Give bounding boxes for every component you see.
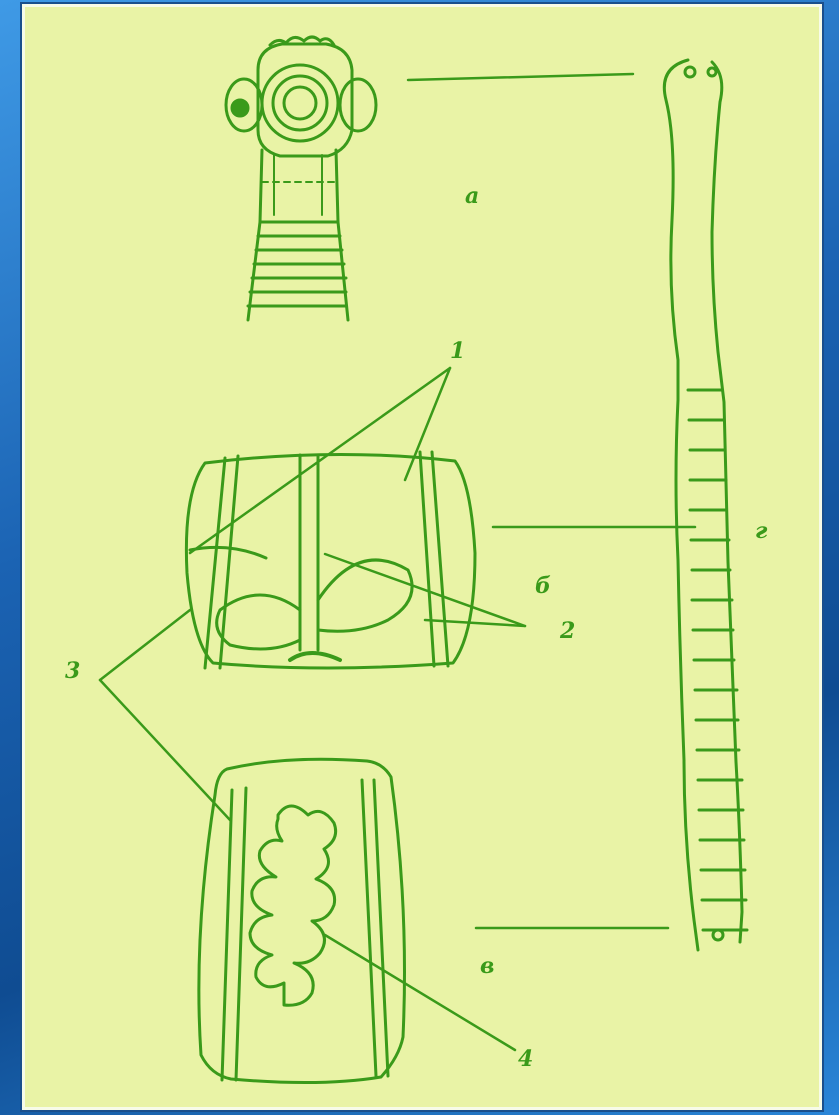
- label-b: б: [535, 575, 551, 597]
- label-4: 4: [518, 1048, 533, 1070]
- scolex-drawing: [226, 37, 376, 320]
- label-a: а: [465, 185, 479, 207]
- label-2: 2: [560, 620, 575, 642]
- label-v: в: [480, 955, 494, 977]
- gravid-proglottid-drawing: [199, 759, 405, 1082]
- label-1: 1: [450, 340, 465, 362]
- whole-worm-drawing: [664, 60, 747, 950]
- label-g: г: [755, 520, 767, 542]
- pointer-lines: [100, 74, 695, 1050]
- label-3: 3: [65, 660, 80, 682]
- mature-proglottid-drawing: [186, 452, 475, 668]
